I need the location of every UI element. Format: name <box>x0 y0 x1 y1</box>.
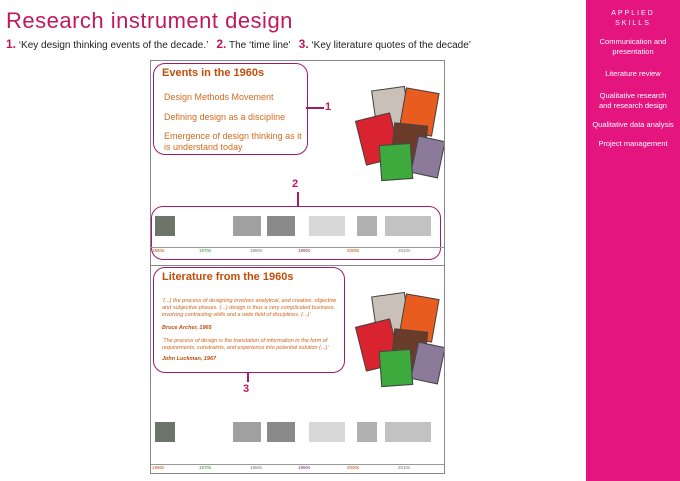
subtitle-text-2: The ‘time line’ <box>228 40 291 51</box>
event-line-3: Emergence of design thinking as it is un… <box>164 131 302 152</box>
timeline-label: 1980s <box>250 465 263 470</box>
timeline-label: 2010s <box>398 465 411 470</box>
timeline-label: 2000s <box>347 248 360 253</box>
sidebar-item-literature-review[interactable]: Literature review <box>586 69 680 79</box>
book-stack-image <box>354 291 444 388</box>
page-subtitle: 1. ‘Key design thinking events of the de… <box>6 37 471 51</box>
timeline-image-2005 <box>357 422 377 442</box>
subtitle-text-1: ‘Key design thinking events of the decad… <box>18 40 208 51</box>
sidebar-item-label: Communication and <box>599 37 667 46</box>
timeline-image-2000s <box>309 422 345 442</box>
sidebar-item-label: Qualitative data analysis <box>592 120 674 129</box>
sidebar-item-project-management[interactable]: Project management <box>586 139 680 149</box>
timeline-image-1960s <box>155 216 175 236</box>
quote-author-archer: Bruce Archer, 1965 <box>162 325 212 331</box>
page-title: Research instrument design <box>6 8 293 33</box>
quote-author-luckman: John Luckman, 1967 <box>162 356 217 362</box>
timeline-label: 1990s <box>298 465 311 470</box>
timeline-axis <box>151 247 444 248</box>
timeline-label: 1970s <box>199 248 212 253</box>
timeline-label: 2000s <box>347 465 360 470</box>
sidebar-heading-line1: APPLIED <box>611 10 655 17</box>
sidebar-item-label: and research design <box>599 101 667 110</box>
timeline-label: 1960s <box>152 465 165 470</box>
sidebar-item-label: Qualitative research <box>599 91 667 100</box>
event-line-2: Defining design as a discipline <box>164 112 286 122</box>
timeline-label: 1970s <box>199 465 212 470</box>
timeline-image-2010s <box>385 216 431 236</box>
sidebar-item-label: presentation <box>612 47 654 56</box>
pointer-line-1 <box>306 107 324 109</box>
subtitle-text-3: ‘Key literature quotes of the decade’ <box>311 40 471 51</box>
timeline-image-1980s <box>233 422 261 442</box>
sidebar-item-label: Literature review <box>605 69 661 78</box>
pointer-number-3: 3 <box>243 383 250 395</box>
sidebar-heading: APPLIED SKILLS <box>586 9 680 29</box>
timeline-image-1990s <box>267 422 295 442</box>
sidebar-heading-line2: SKILLS <box>615 20 651 27</box>
pointer-line-3 <box>247 372 249 382</box>
book-stack-image <box>354 85 444 182</box>
timeline-image-1990s <box>267 216 295 236</box>
sidebar-item-communication[interactable]: Communication and presentation <box>586 37 680 57</box>
timeline-strip: 1960s 1970s 1980s 1990s 2000s 2010s <box>151 214 444 253</box>
timeline-image-2010s <box>385 422 431 442</box>
timeline-image-2000s <box>309 216 345 236</box>
timeline-label: 2010s <box>398 248 411 253</box>
timeline-label: 1960s <box>152 248 165 253</box>
sidebar-item-qualitative-research[interactable]: Qualitative research and research design <box>586 91 680 111</box>
events-callout: Events in the 1960s Design Methods Movem… <box>153 63 308 155</box>
quote-archer: ‘(...) the process of designing involves… <box>162 298 337 318</box>
quote-luckman: ‘The process of design is the translatio… <box>162 338 329 351</box>
timeline-strip: 1960s 1970s 1980s 1990s 2000s 2010s <box>151 420 444 470</box>
pointer-number-2: 2 <box>292 178 299 190</box>
subtitle-num-3: 3. <box>298 37 309 51</box>
timeline-image-1960s <box>155 422 175 442</box>
sidebar-item-label: Project management <box>598 139 668 148</box>
timeline-label: 1980s <box>250 248 263 253</box>
sidebar-item-qualitative-data-analysis[interactable]: Qualitative data analysis <box>586 120 680 130</box>
pointer-line-2 <box>297 192 299 206</box>
slide-literature: Literature from the 1960s ‘(...) the pro… <box>150 265 445 474</box>
literature-heading: Literature from the 1960s <box>162 271 294 283</box>
subtitle-num-2: 2. <box>216 37 227 51</box>
pointer-number-1: 1 <box>325 101 332 113</box>
timeline-label: 1990s <box>298 248 311 253</box>
sidebar: APPLIED SKILLS Communication and present… <box>586 0 680 481</box>
subtitle-num-1: 1. <box>6 37 17 51</box>
timeline-image-2005 <box>357 216 377 236</box>
slide-events: Events in the 1960s Design Methods Movem… <box>150 60 445 270</box>
event-line-1: Design Methods Movement <box>164 92 274 102</box>
timeline-axis <box>151 464 444 465</box>
timeline-image-1980s <box>233 216 261 236</box>
literature-callout: Literature from the 1960s ‘(...) the pro… <box>153 267 345 373</box>
events-heading: Events in the 1960s <box>162 67 265 79</box>
